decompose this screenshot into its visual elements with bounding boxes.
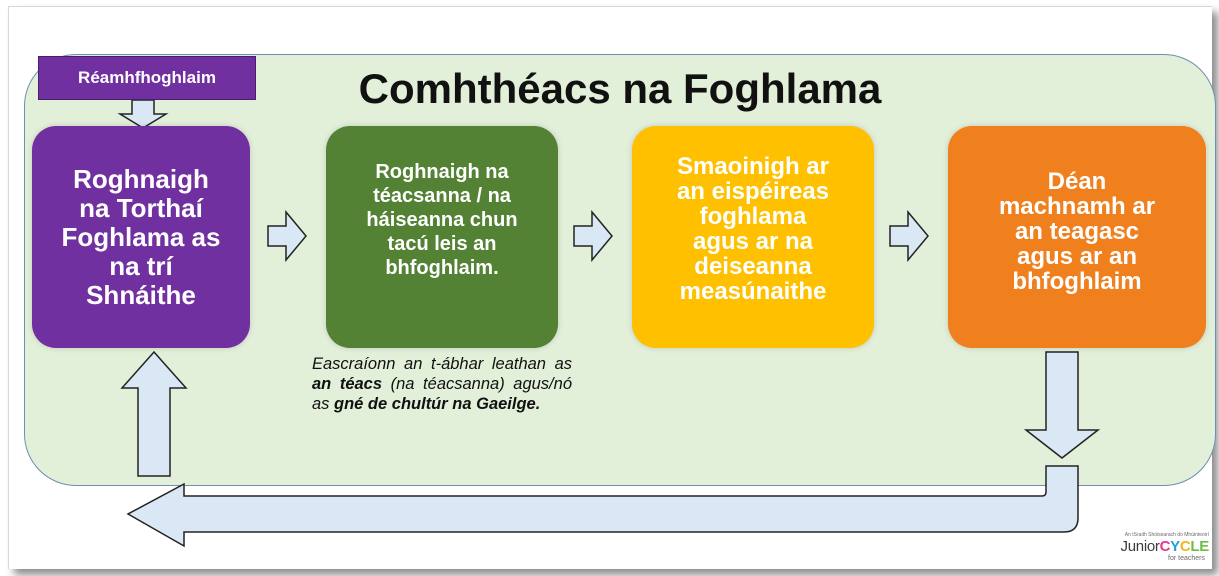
logo-subtitle: An tSraith Shóisearach do Mhúinteoirí — [1124, 532, 1209, 538]
stage-think-learning-experience: Smaoinigh ar an eispéireas foghlama agus… — [632, 126, 874, 348]
stage-text-line: machnamh ar — [998, 192, 1156, 220]
stage-text-line: bhfoghlaim — [1012, 267, 1142, 295]
note-text: (na téacsanna) agus/nó as — [312, 375, 572, 413]
stage-text-line: measúnaithe — [679, 278, 827, 305]
stage-text-line: na trí — [109, 250, 173, 281]
stage-text-line: Foghlama as — [61, 221, 221, 252]
stage-select-texts-resources: Roghnaigh na téacsanna / na háiseanna ch… — [326, 126, 558, 348]
stage-text-line: tacú leis an — [387, 233, 497, 255]
logo-letter: C — [1159, 538, 1171, 555]
note-bold-text: an téacs — [312, 375, 383, 393]
logo-letter: C — [1179, 538, 1191, 555]
theme-source-note: Eascraíonn an t-ábhar leathan as an téac… — [312, 354, 572, 414]
stage-text-line: háiseanna chun — [366, 209, 518, 231]
stage-text-line: an teagasc — [1014, 217, 1140, 245]
logo-letter: LE — [1190, 538, 1209, 555]
logo-tagline: for teachers — [1168, 555, 1205, 562]
stage-text-line: Roghnaigh na — [375, 161, 509, 183]
stage-text-line: agus ar an — [1016, 242, 1138, 270]
stage-select-learning-outcomes: Roghnaigh na Torthaí Foghlama as na trí … — [32, 126, 250, 348]
stage-text-line: na Torthaí — [79, 192, 203, 223]
stage-text-line: bhfoghlaim. — [385, 257, 499, 279]
stage-text-line: agus ar na — [692, 228, 814, 255]
stage-reflect-teaching-learning: Déan machnamh ar an teagasc agus ar an b… — [948, 126, 1206, 348]
stage-text-line: Roghnaigh — [73, 163, 209, 194]
diagram-title: Comhthéacs na Foghlama — [358, 65, 882, 112]
stage-text-line: foghlama — [699, 203, 807, 230]
stage-text-line: Smaoinigh ar — [676, 153, 829, 180]
logo-letter: Y — [1170, 538, 1180, 555]
pre-learning-label: Réamhfhoghlaim — [38, 56, 256, 100]
stage-text-line: an eispéireas — [676, 178, 830, 205]
note-bold-text: gné de chultúr na Gaeilge. — [334, 395, 541, 413]
note-text: Eascraíonn an t-ábhar leathan as — [312, 355, 572, 373]
logo-word-junior: Junior — [1120, 538, 1160, 555]
stage-text-line: Déan — [1047, 167, 1107, 195]
stage-text-line: Shnáithe — [86, 279, 196, 310]
junior-cycle-logo: An tSraith Shóisearach do Mhúinteoirí Ju… — [1085, 532, 1210, 563]
stage-text-line: téacsanna / na — [373, 185, 511, 207]
stage-text-line: deiseanna — [694, 253, 812, 280]
logo-wordmark: JuniorCYCLE — [1085, 538, 1210, 555]
